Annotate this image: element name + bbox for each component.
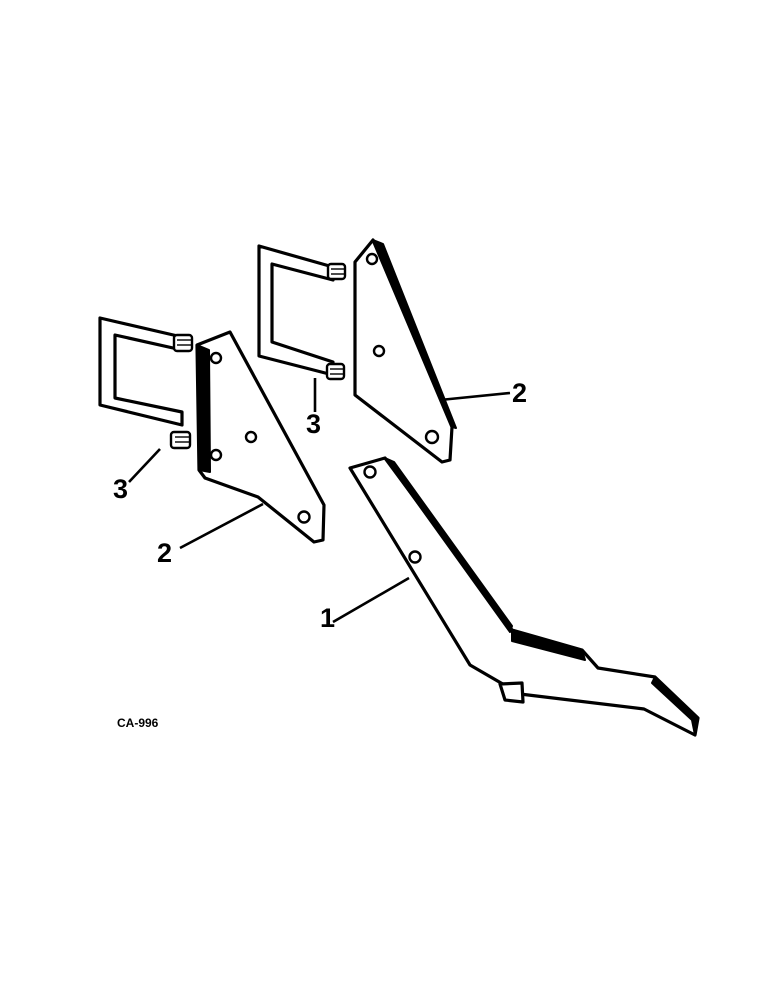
thread-end-top bbox=[326, 262, 347, 281]
bolt-hole bbox=[244, 430, 258, 444]
shank bbox=[348, 456, 700, 737]
u-bolt-right bbox=[257, 244, 347, 381]
bracket-right bbox=[353, 238, 457, 464]
bracket-left bbox=[195, 330, 326, 544]
u-bolt-left bbox=[98, 316, 194, 450]
leader-line-bracket-left bbox=[179, 502, 264, 550]
bolt-hole bbox=[363, 465, 377, 479]
thread-end-top bbox=[172, 333, 194, 353]
bolt-hole bbox=[365, 252, 379, 266]
figure-code: CA-996 bbox=[117, 716, 159, 730]
shank-heel bbox=[498, 681, 525, 704]
leader-line-ubolt-left bbox=[128, 448, 161, 483]
thread-end-bottom bbox=[325, 362, 346, 381]
callout-2-bracket-right: 2 bbox=[512, 378, 527, 408]
bolt-hole bbox=[297, 510, 311, 524]
leader-line-bracket-right bbox=[439, 391, 511, 402]
bolt-hole bbox=[209, 448, 223, 462]
callout-3-ubolt-left: 3 bbox=[113, 474, 128, 504]
bolt-hole bbox=[372, 344, 386, 358]
callout-3-ubolt-right: 3 bbox=[306, 409, 321, 439]
thread-end-bottom bbox=[169, 430, 192, 450]
bolt-hole bbox=[424, 429, 440, 445]
bolt-hole bbox=[209, 351, 223, 365]
leader-line-shank bbox=[332, 576, 410, 624]
callout-2-bracket-left: 2 bbox=[157, 538, 172, 568]
bolt-hole bbox=[408, 550, 422, 564]
callout-1-shank: 1 bbox=[320, 603, 335, 633]
